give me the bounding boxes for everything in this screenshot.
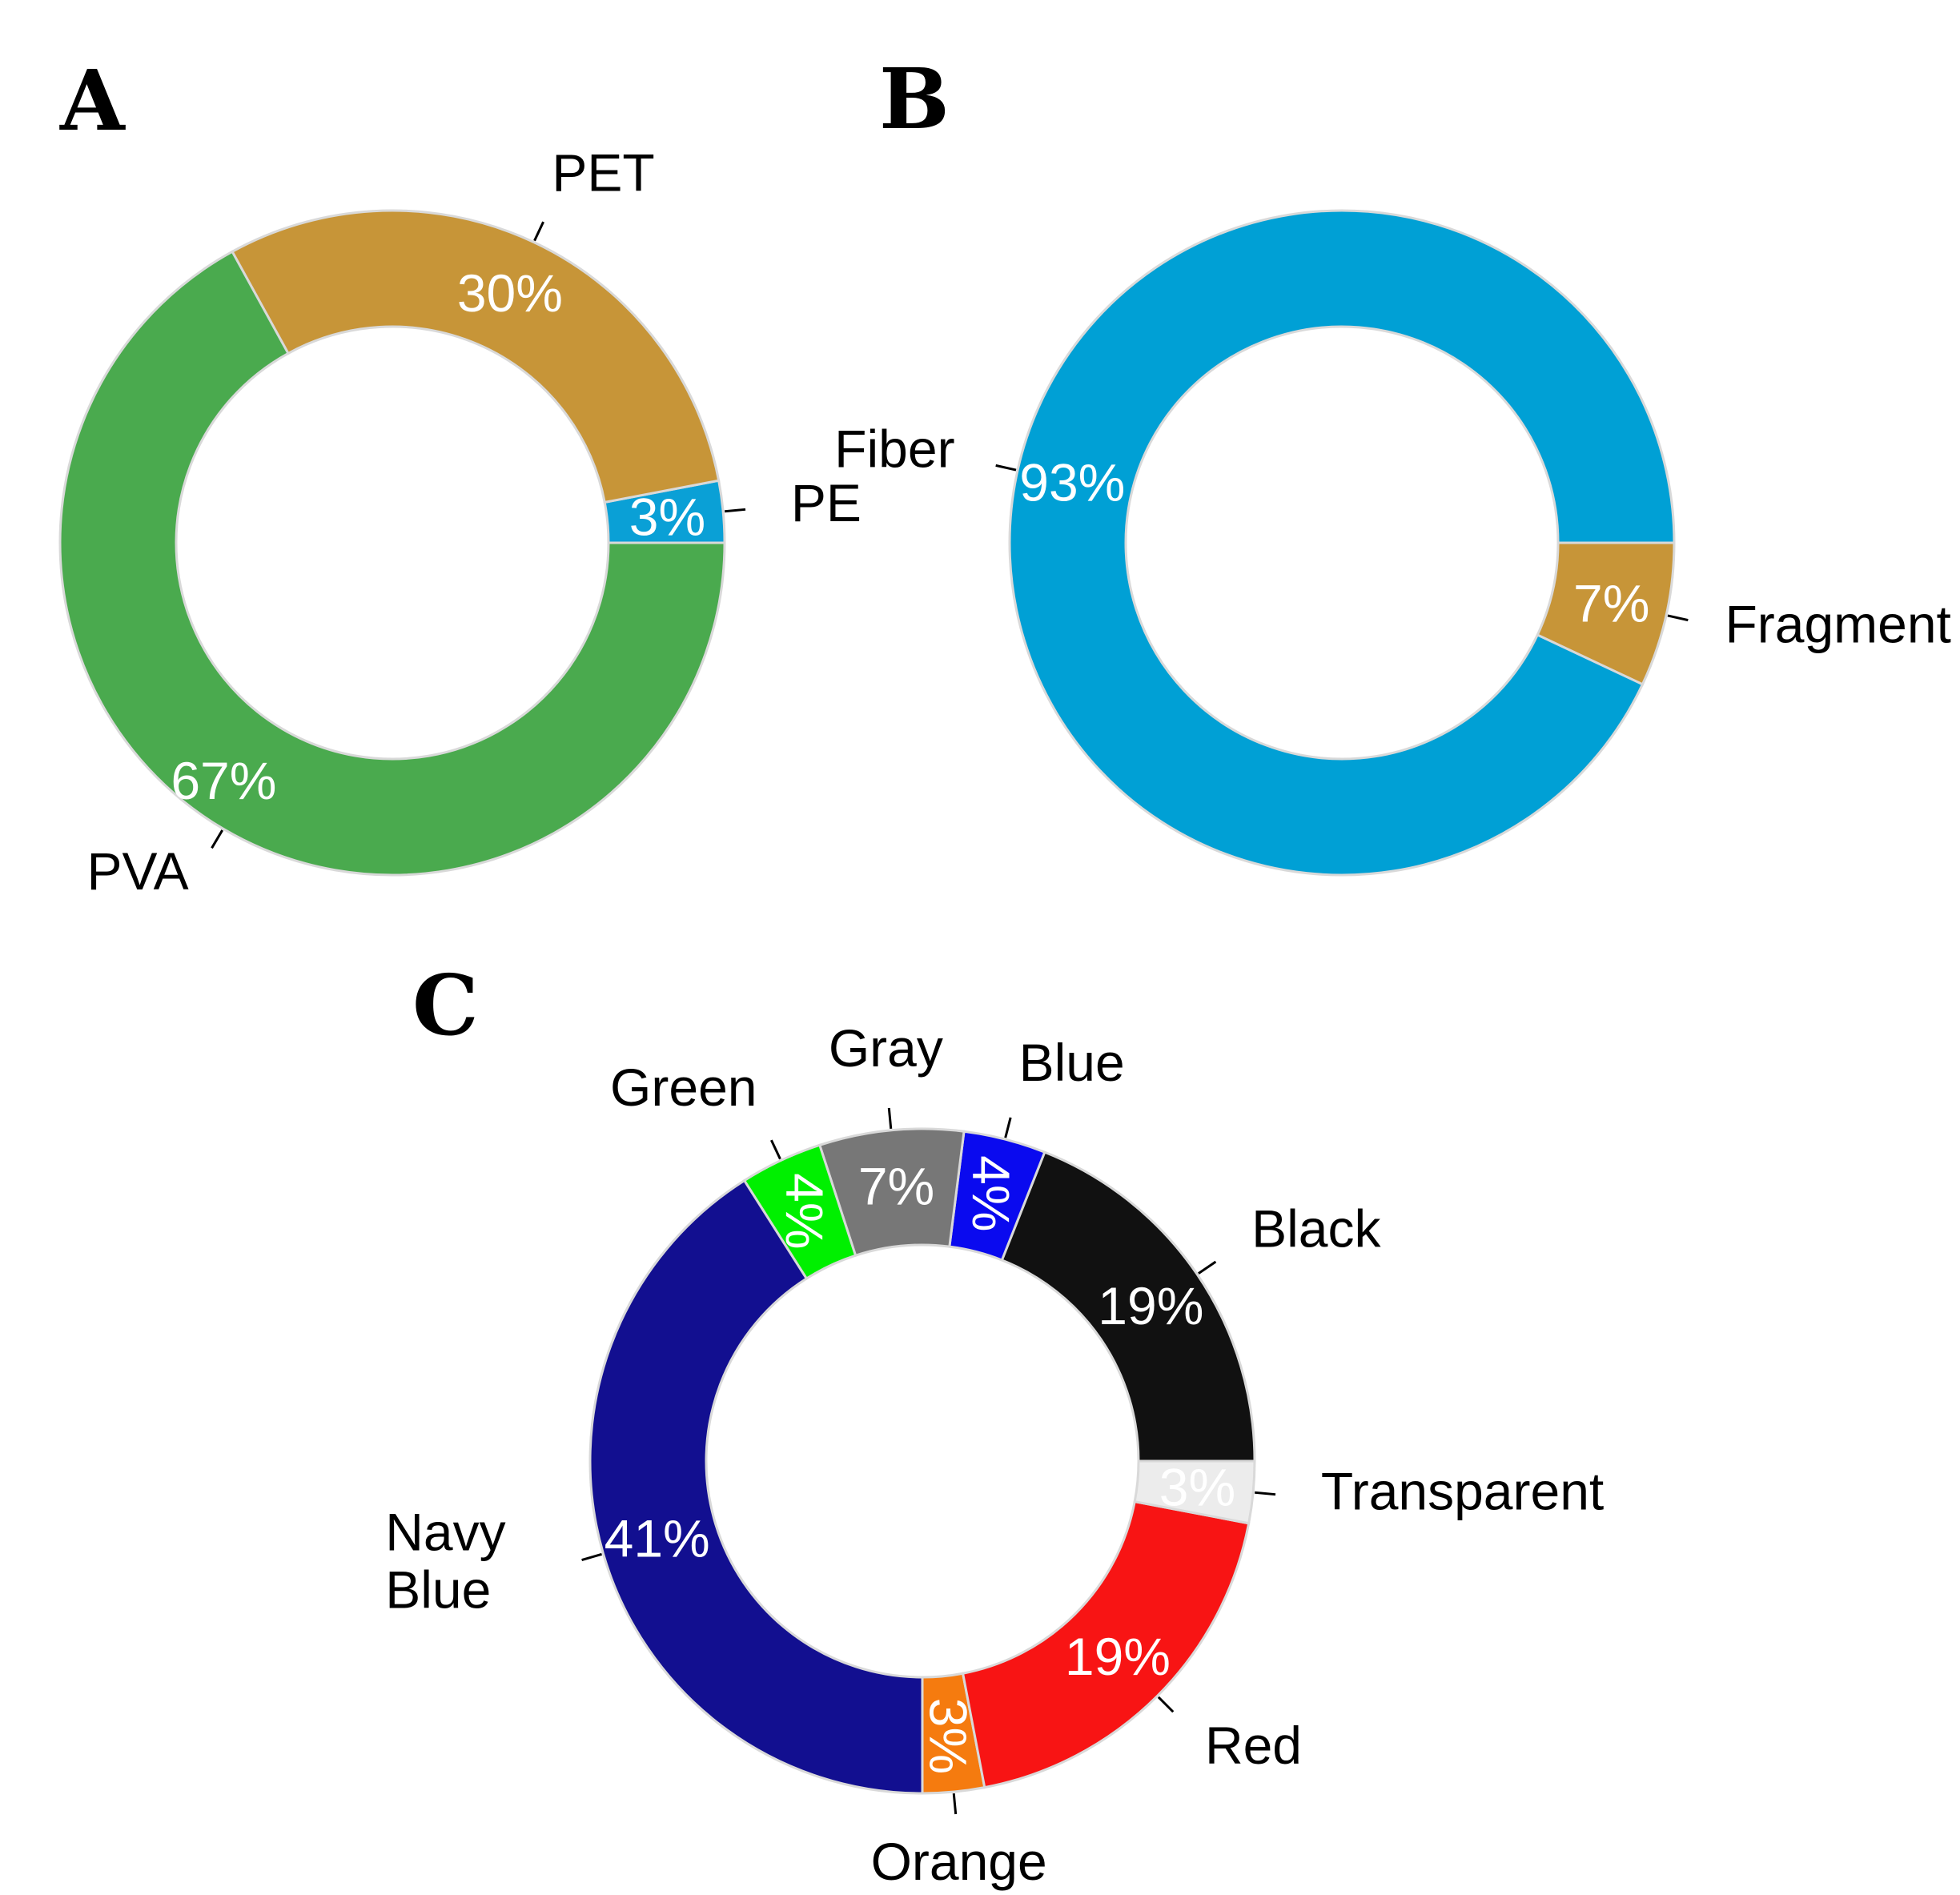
value-label-c-orange: 3% (918, 1698, 978, 1774)
category-label-c-gray: Gray (829, 1018, 943, 1078)
value-label-c-gray: 7% (858, 1157, 934, 1216)
leader-line-c-blue (1004, 1117, 1012, 1138)
panel-letter-c: C (412, 956, 479, 1054)
panel-letter-b: B (879, 50, 950, 148)
category-label-c-orange: Orange (871, 1832, 1047, 1891)
value-label-b-fragment: 7% (1573, 573, 1649, 632)
category-label-c-transparent: Transparent (1321, 1462, 1604, 1521)
panel-letter-a: A (59, 51, 126, 150)
value-label-a-pva: 67% (171, 751, 276, 810)
value-label-c-red: 19% (1065, 1627, 1171, 1686)
value-label-c-green: 4% (775, 1173, 834, 1249)
category-label-b-fragment: Fragment (1725, 595, 1950, 654)
leader-line-b-fragment (1667, 614, 1689, 622)
slice-b-fragment (1536, 541, 1676, 686)
category-label-a-pva: PVA (86, 841, 188, 901)
category-label-c-red: Red (1205, 1716, 1302, 1775)
slice-c-red (961, 1500, 1251, 1789)
leader-line-a-pet (533, 221, 544, 242)
category-label-c-black: Black (1251, 1198, 1381, 1258)
leader-line-a-pe (725, 508, 746, 513)
slice-c-navy-blue (588, 1178, 924, 1795)
category-label-a-pe: PE (791, 473, 862, 532)
value-label-b-fiber: 93% (1019, 453, 1125, 512)
category-label-c-green: Green (610, 1058, 757, 1117)
value-label-c-black: 19% (1098, 1276, 1203, 1335)
donut-chart-a: PE 3% PET 30% PVA 67% (58, 143, 862, 901)
slice-a-pva (58, 250, 726, 877)
donut-chart-b: Fiber 93% Fragment 7% (834, 209, 1951, 877)
leader-line-c-gray (887, 1107, 893, 1129)
value-label-c-navy-blue: 41% (604, 1508, 710, 1568)
leader-line-a-pva (211, 829, 224, 849)
leader-line-b-fiber (995, 464, 1017, 472)
leader-line-c-red (1157, 1696, 1175, 1713)
value-label-c-transparent: 3% (1159, 1457, 1235, 1516)
value-label-c-blue: 4% (962, 1155, 1021, 1231)
category-label-b-fiber: Fiber (834, 419, 954, 478)
leader-line-c-green (770, 1139, 781, 1160)
slice-c-transparent (1133, 1459, 1256, 1525)
slice-c-black (1000, 1150, 1256, 1463)
value-label-a-pet: 30% (457, 263, 563, 323)
leader-line-c-transparent (1255, 1491, 1276, 1496)
value-label-a-pe: 3% (629, 488, 705, 547)
category-label-c-blue: Blue (1019, 1033, 1125, 1092)
slice-b-fiber (1008, 209, 1676, 877)
leader-line-c-orange (952, 1793, 958, 1815)
leader-line-c-black (1198, 1260, 1217, 1275)
category-label-a-pet: PET (552, 143, 654, 203)
leader-line-c-navy-blue (581, 1552, 602, 1562)
slice-a-pet (231, 209, 721, 504)
